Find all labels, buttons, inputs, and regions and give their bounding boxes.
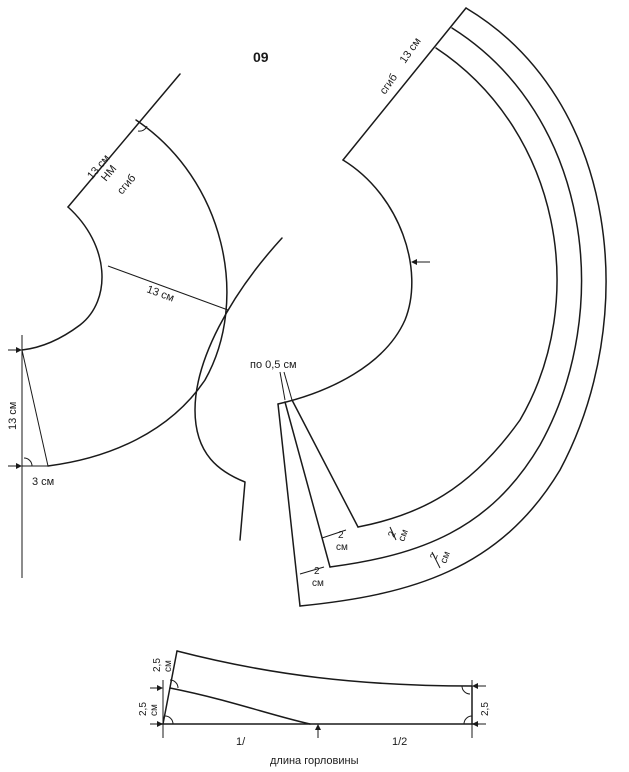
- arrow-icon: [157, 685, 163, 691]
- ruffle-cm-b: см: [312, 578, 324, 589]
- band-half-left: 1/: [236, 736, 246, 748]
- ruffle-radial-1: [291, 399, 359, 528]
- band-2-5-right: 2,5: [480, 702, 491, 716]
- collar-13cm-left: 13 см: [7, 402, 19, 430]
- band-cm-top: см: [163, 660, 174, 672]
- arrow-icon: [411, 259, 417, 265]
- collar-neckline-curve: [21, 206, 103, 351]
- collar-fold-line: [67, 73, 181, 208]
- ruffle-neckline-curve: [277, 159, 413, 405]
- band-top-curve: [176, 650, 473, 687]
- collar-piece: 13 см НМ сгиб 13 см 13 см 3 см: [7, 73, 229, 578]
- connector-curve: [194, 237, 283, 541]
- ruffle-cm-c: см: [396, 528, 410, 543]
- right-angle-mark: [164, 715, 174, 725]
- arrow-icon: [315, 724, 321, 730]
- neckband-piece: 2,5 см 2,5 см 2,5 1/ 1/2 длина горловины: [138, 650, 491, 767]
- collar-13cm-mid: 13 см: [145, 284, 176, 305]
- right-angle-mark: [463, 715, 473, 725]
- ruffle-piece: сгиб 13 см по 0,5 см 2 см 2 см 2 см 2 см: [250, 7, 607, 607]
- dimension-arrow: [299, 566, 325, 575]
- arrow-icon: [16, 463, 22, 469]
- band-middle-curve: [169, 687, 311, 725]
- band-half-right: 1/2: [392, 736, 407, 748]
- ruffle-cm-a: см: [336, 542, 348, 553]
- ruffle-outer-arc-1: [357, 47, 558, 528]
- ruffle-0-5cm-label: по 0,5 см: [250, 359, 297, 371]
- figure-number: 09: [253, 49, 269, 65]
- pointer-line: [283, 371, 293, 401]
- right-angle-mark: [169, 679, 179, 689]
- arrow-icon: [16, 347, 22, 353]
- ruffle-outer-arc-2: [329, 27, 583, 568]
- band-cm-left: см: [149, 704, 160, 716]
- collar-3cm-label: 3 см: [32, 476, 54, 488]
- ruffle-2cm-c: 2: [386, 530, 398, 539]
- ruffle-2cm-d: 2: [428, 552, 440, 561]
- ruffle-fold-line: [342, 7, 467, 161]
- ruffle-2cm-b: 2: [314, 566, 320, 577]
- ruffle-13cm-label: 13 см: [398, 36, 424, 66]
- ruffle-2cm-a: 2: [338, 530, 344, 541]
- ruffle-radial-3: [277, 403, 301, 607]
- dimension-arrow: [389, 526, 397, 541]
- ruffle-cm-d: см: [438, 550, 452, 565]
- collar-outer-curve: [47, 119, 228, 467]
- arrow-icon: [157, 721, 163, 727]
- ruffle-radial-2: [284, 401, 331, 568]
- right-angle-mark: [137, 125, 148, 132]
- dimension-arrow: [431, 551, 441, 569]
- arrow-icon: [472, 683, 478, 689]
- band-2-5-top: 2,5: [152, 658, 163, 672]
- dimension-arrow: [321, 529, 347, 539]
- pointer-line: [279, 371, 286, 401]
- band-2-5-left: 2,5: [138, 702, 149, 716]
- right-angle-mark: [23, 457, 33, 467]
- collar-measure-line: [107, 265, 229, 311]
- collar-fold-label: сгиб: [115, 172, 138, 197]
- band-neck-length: длина горловины: [270, 755, 359, 767]
- collar-slant-line: [21, 349, 49, 467]
- arrow-icon: [472, 721, 478, 727]
- right-angle-mark: [461, 685, 471, 695]
- ruffle-outer-arc-3: [299, 7, 607, 607]
